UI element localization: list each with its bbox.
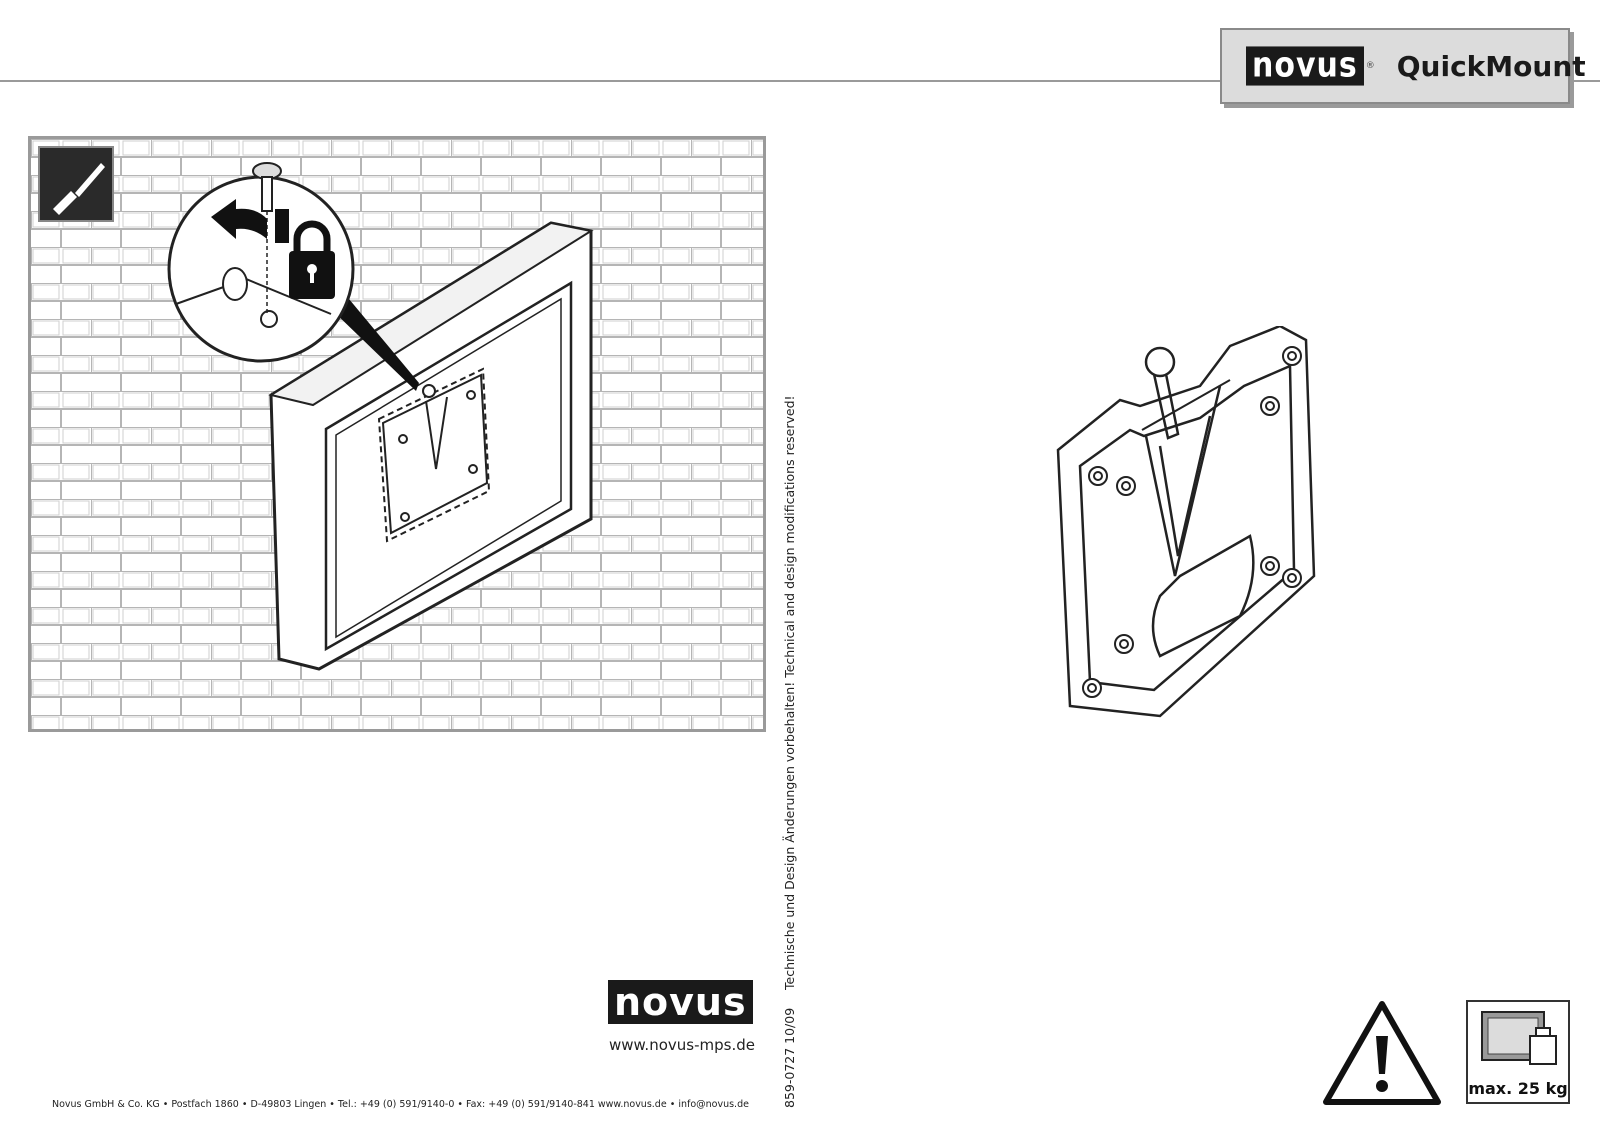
installation-illustration (28, 136, 766, 732)
bracket-illustration (1056, 326, 1316, 718)
rotate-arrow-icon (211, 199, 289, 243)
brand-header: novus ® QuickMount (1220, 28, 1586, 104)
document-code: 859-0727 10/09 (782, 1007, 797, 1108)
callout-pointer (331, 299, 419, 391)
footer-address: Novus GmbH & Co. KG • Postfach 1860 • D-… (52, 1099, 749, 1110)
legal-notice: Technische und Design Änderungen vorbeha… (782, 395, 797, 990)
legal-notice-column: Technische und Design Änderungen vorbeha… (770, 360, 800, 1110)
header-rule-right (1572, 80, 1600, 82)
screw-icon (252, 162, 282, 212)
registered-mark: ® (1365, 61, 1375, 71)
lock-icon (289, 220, 335, 299)
brand-logo: novus (1246, 46, 1364, 86)
screwdriver-icon (38, 146, 114, 222)
weight-icon (1481, 1011, 1557, 1065)
footer-logo: novus (608, 980, 753, 1024)
warning-icon (1323, 1001, 1441, 1105)
max-load-label: max. 25 kg (1468, 1079, 1568, 1098)
header-rule-left (0, 80, 1220, 82)
max-load-badge: max. 25 kg (1466, 1000, 1570, 1104)
mount-plate (377, 367, 491, 543)
detail-callout (167, 162, 355, 363)
footer-url: www.novus-mps.de (609, 1036, 755, 1054)
tv-outline (268, 221, 594, 671)
screw-holes (1082, 346, 1302, 698)
product-title: QuickMount (1396, 49, 1586, 83)
